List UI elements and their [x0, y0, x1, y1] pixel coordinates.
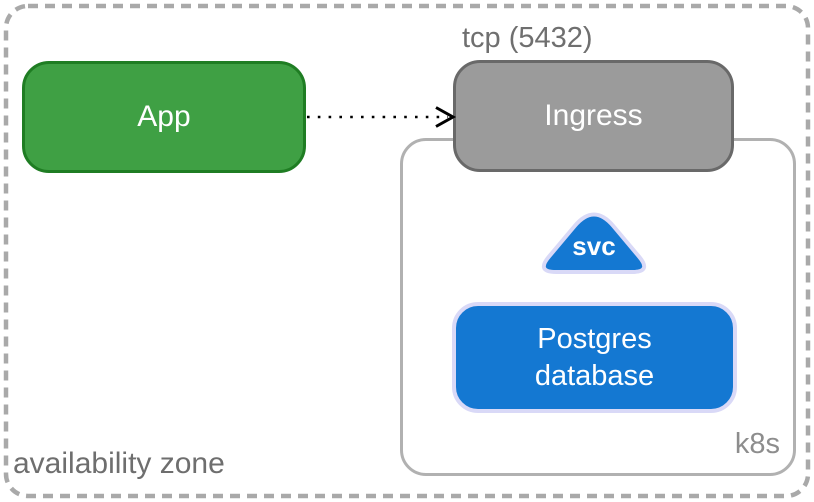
app-node: App — [22, 61, 306, 173]
postgres-label-line1: Postgres — [537, 322, 652, 355]
svc-node-shape — [541, 212, 647, 274]
ingress-node-label: Ingress — [544, 99, 643, 132]
connection-label: tcp (5432) — [462, 22, 593, 54]
arrow-head-icon — [435, 106, 457, 128]
ingress-node: Ingress — [453, 60, 734, 172]
app-to-ingress-arrow — [307, 106, 457, 128]
svc-node-label: svc — [572, 231, 616, 261]
postgres-database-node: Postgres database — [452, 302, 737, 413]
svc-node — [541, 212, 647, 274]
k8s-cluster-label: k8s — [734, 428, 780, 460]
availability-zone-label: availability zone — [13, 447, 225, 480]
availability-zone-outline — [3, 3, 811, 499]
app-node-label: App — [137, 100, 191, 133]
postgres-label-line2: database — [534, 359, 655, 392]
